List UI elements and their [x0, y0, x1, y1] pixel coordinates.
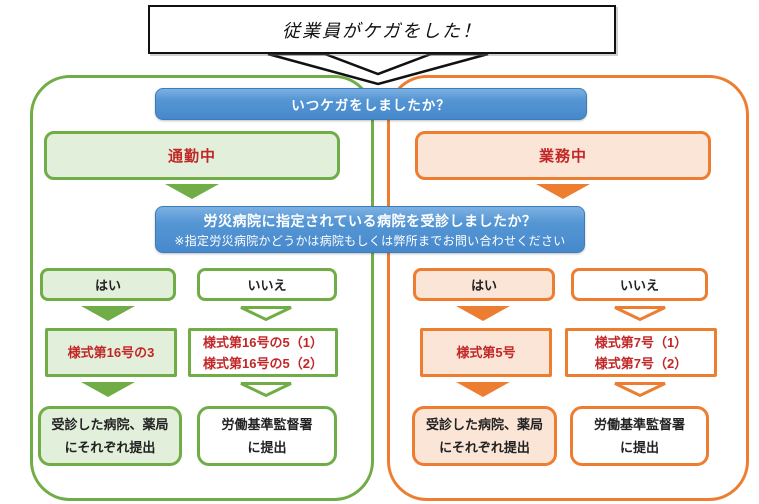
right-no-down-arrow-icon — [614, 306, 666, 322]
left-yes-dest-line1: 受診した病院、薬局 — [51, 417, 169, 432]
left-no-down-arrow-icon — [240, 306, 292, 322]
right-no-label: いいえ — [619, 278, 659, 293]
question-when-text: いつケガをしましたか？ — [291, 98, 451, 113]
left-yes-dest-line2: にそれぞれ提出 — [64, 440, 156, 455]
right-no-dest-box: 労働基準監督署 に提出 — [570, 406, 709, 466]
left-no-dest-box: 労働基準監督署 に提出 — [197, 406, 337, 466]
left-no-form-label-2: 様式第16号の5（2） — [203, 355, 323, 371]
right-no-dest-line1: 労働基準監督署 — [593, 417, 685, 432]
left-yes-label: はい — [94, 278, 121, 293]
question-hospital-line1: 労災病院に指定されている病院を受診しましたか？ — [203, 213, 537, 229]
question-hospital-line2: ※指定労災病院かどうかは病院もしくは弊所までお問い合わせください — [174, 234, 566, 248]
left-no-label: いいえ — [247, 278, 287, 293]
left-no-dest-line2: に提出 — [247, 440, 287, 455]
right-yes-label: はい — [470, 278, 497, 293]
commute-down-arrow-icon — [165, 184, 219, 199]
question-when-bar: いつケガをしましたか？ — [155, 88, 587, 120]
right-form-yes-down-arrow-icon — [456, 382, 510, 397]
right-no-box: いいえ — [571, 268, 708, 301]
right-yes-down-arrow-icon — [456, 306, 510, 321]
left-yes-form-label: 様式第16号の3 — [67, 345, 155, 360]
left-form-yes-down-arrow-icon — [81, 382, 135, 397]
left-yes-form-box: 様式第16号の3 — [45, 328, 177, 377]
left-yes-box: はい — [40, 268, 176, 301]
left-no-form-label-1: 様式第16号の5（1） — [203, 334, 323, 350]
right-yes-form-box: 様式第5号 — [420, 328, 552, 377]
right-yes-dest-box: 受診した病院、薬局 にそれぞれ提出 — [412, 406, 557, 466]
right-form-no-down-arrow-icon — [614, 382, 666, 398]
commute-box: 通勤中 — [44, 131, 340, 180]
right-no-dest-line2: に提出 — [619, 440, 659, 455]
title-banner: 従業員がケガをした！ — [148, 5, 616, 54]
right-yes-form-label: 様式第5号 — [456, 345, 516, 360]
right-yes-dest-line2: にそれぞれ提出 — [439, 440, 530, 455]
right-no-form-label-1: 様式第7号（1） — [594, 334, 688, 350]
left-yes-dest-box: 受診した病院、薬局 にそれぞれ提出 — [38, 406, 182, 466]
work-down-arrow-icon — [536, 184, 590, 199]
work-box: 業務中 — [415, 131, 711, 180]
left-no-box: いいえ — [197, 268, 337, 301]
commute-box-label: 通勤中 — [167, 148, 216, 165]
left-form-no-down-arrow-icon — [240, 382, 292, 398]
big-down-arrow-icon — [267, 52, 489, 86]
title-banner-text: 従業員がケガをした！ — [282, 20, 482, 41]
right-yes-box: はい — [413, 268, 555, 301]
left-yes-down-arrow-icon — [81, 306, 135, 321]
right-yes-dest-line1: 受診した病院、薬局 — [425, 417, 543, 432]
right-no-form-label-2: 様式第7号（2） — [594, 355, 688, 371]
left-no-form-box: 様式第16号の5（1） 様式第16号の5（2） — [188, 328, 338, 377]
right-no-form-box: 様式第7号（1） 様式第7号（2） — [565, 328, 717, 377]
question-hospital-bar: 労災病院に指定されている病院を受診しましたか？ ※指定労災病院かどうかは病院もし… — [155, 206, 585, 253]
left-no-dest-line1: 労働基準監督署 — [221, 417, 313, 432]
work-box-label: 業務中 — [538, 148, 587, 165]
